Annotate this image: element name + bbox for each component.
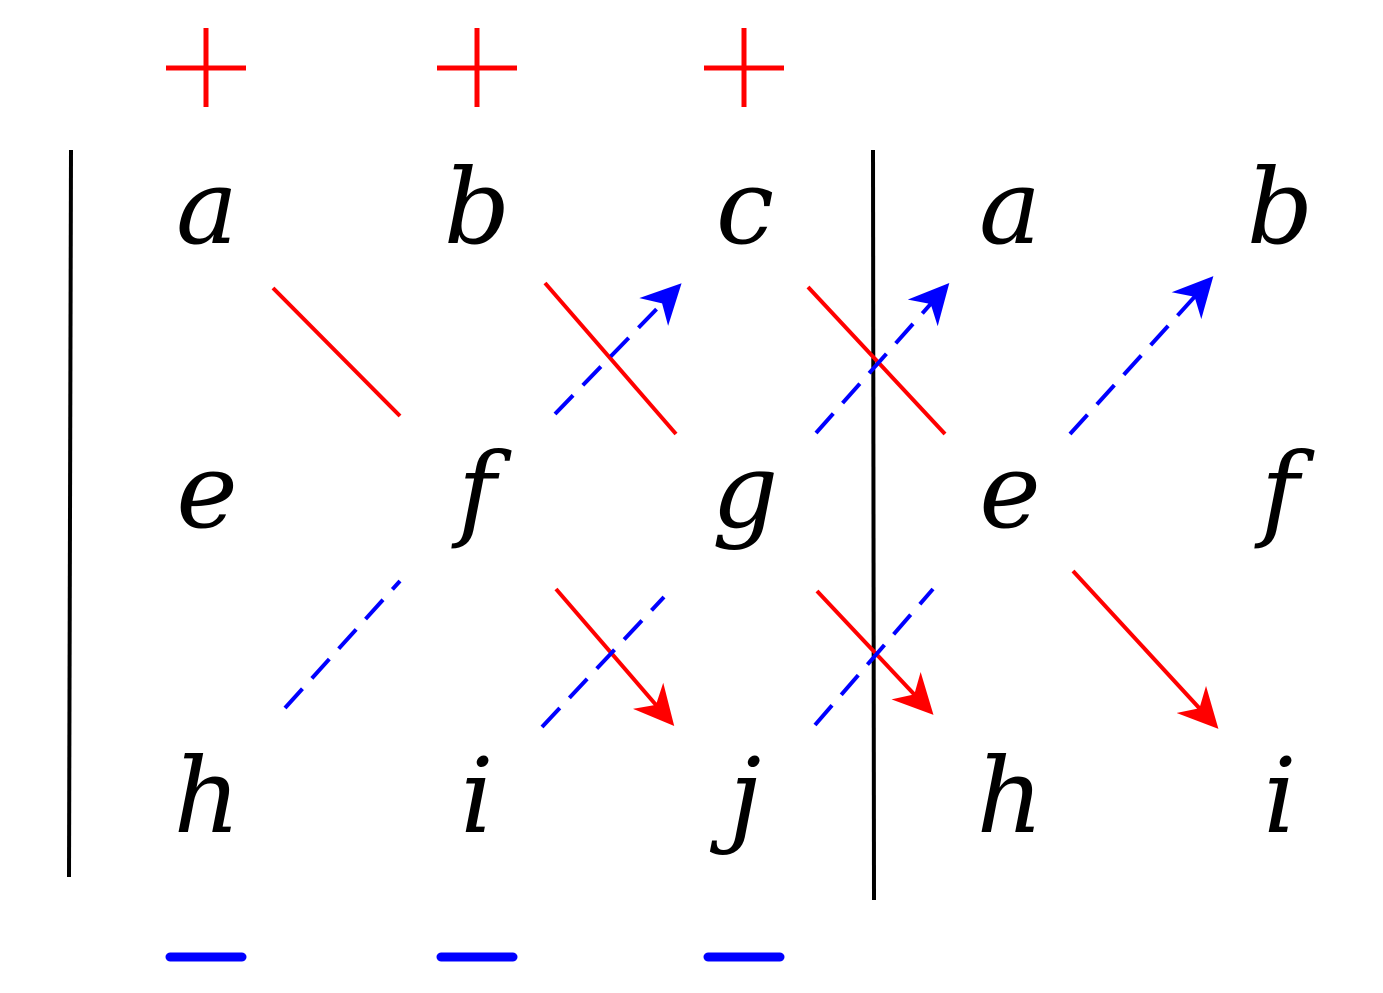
plus-sign-1 xyxy=(166,28,246,107)
entry-j: j xyxy=(710,735,761,857)
determinant-right-bar xyxy=(871,149,876,901)
entry-f: f xyxy=(451,430,512,552)
repeated-entry-e: e xyxy=(979,430,1041,552)
negative-diagonal-1-upper xyxy=(553,283,682,416)
positive-diagonal-2-upper xyxy=(543,281,678,436)
negative-diagonal-3-lower xyxy=(813,587,935,727)
positive-diagonal-3-lower xyxy=(1071,569,1219,729)
negative-diagonal-2-lower xyxy=(540,595,666,729)
entry-e: e xyxy=(176,430,238,552)
plus-sign-2 xyxy=(437,28,517,107)
positive-diagonal-2-lower xyxy=(815,589,934,715)
entry-c: c xyxy=(716,146,774,268)
repeated-entry-a: a xyxy=(979,146,1041,268)
entry-i: i xyxy=(460,735,493,857)
negative-diagonal-3-upper xyxy=(1068,276,1214,436)
entry-g: g xyxy=(712,430,779,552)
entry-h: h xyxy=(174,735,241,857)
positive-diagonal-3-upper xyxy=(806,285,947,436)
negative-diagonal-2-upper xyxy=(814,283,950,435)
repeated-entry-f: f xyxy=(1254,430,1315,552)
plus-sign-3 xyxy=(704,28,784,107)
determinant-left-bar xyxy=(67,149,73,878)
negative-diagonal-1-lower xyxy=(283,579,402,710)
repeated-entry-b: b xyxy=(1247,146,1314,268)
repeated-entry-i: i xyxy=(1263,735,1296,857)
entry-a: a xyxy=(176,146,238,268)
positive-diagonal-1-upper xyxy=(271,286,402,418)
repeated-entry-h: h xyxy=(977,735,1044,857)
entry-b: b xyxy=(444,146,511,268)
